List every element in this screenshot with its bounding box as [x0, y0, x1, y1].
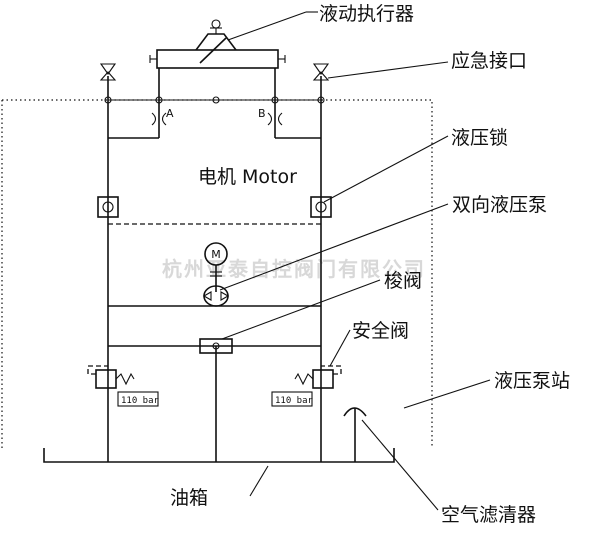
orifice-a [151, 112, 167, 126]
safety-valve-left [87, 365, 135, 389]
air-filter [343, 407, 367, 462]
relief-setting-right: 110 bar [275, 396, 314, 406]
bidirectional-pump [202, 285, 230, 307]
label-actuator: 液动执行器 [319, 3, 414, 25]
orifice-b [267, 112, 283, 126]
shuttle-valve [199, 338, 233, 354]
hydraulic-actuator [149, 19, 286, 69]
label-bidirectional-pump: 双向液压泵 [452, 194, 547, 216]
motor-symbol: M [204, 242, 228, 292]
label-shuttle-valve: 梭阀 [384, 270, 422, 292]
svg-text:M: M [211, 248, 221, 261]
oil-tank [43, 448, 395, 463]
safety-valve-right [294, 365, 342, 389]
hydraulic-lock-left [97, 196, 119, 218]
leader-lines [219, 11, 491, 511]
label-pump-station: 液压泵站 [494, 370, 570, 392]
emergency-port-right [312, 63, 330, 104]
hydraulic-lock-right [310, 196, 332, 218]
watermark: 杭州亚泰自控阀门有限公司 [162, 257, 426, 281]
relief-setting-left: 110 bar [121, 396, 160, 406]
pump-station-outline [1, 99, 433, 448]
label-air-filter: 空气滤清器 [441, 504, 536, 526]
label-oil-tank: 油箱 [170, 487, 208, 509]
label-safety-valve: 安全阀 [352, 320, 409, 342]
label-emergency-port: 应急接口 [451, 50, 527, 72]
port-a-label: A [166, 107, 174, 120]
label-motor: 电机 Motor [198, 166, 297, 188]
label-hydraulic-lock: 液压锁 [451, 127, 508, 149]
emergency-port-left [99, 63, 117, 104]
port-b-label: B [258, 107, 266, 120]
